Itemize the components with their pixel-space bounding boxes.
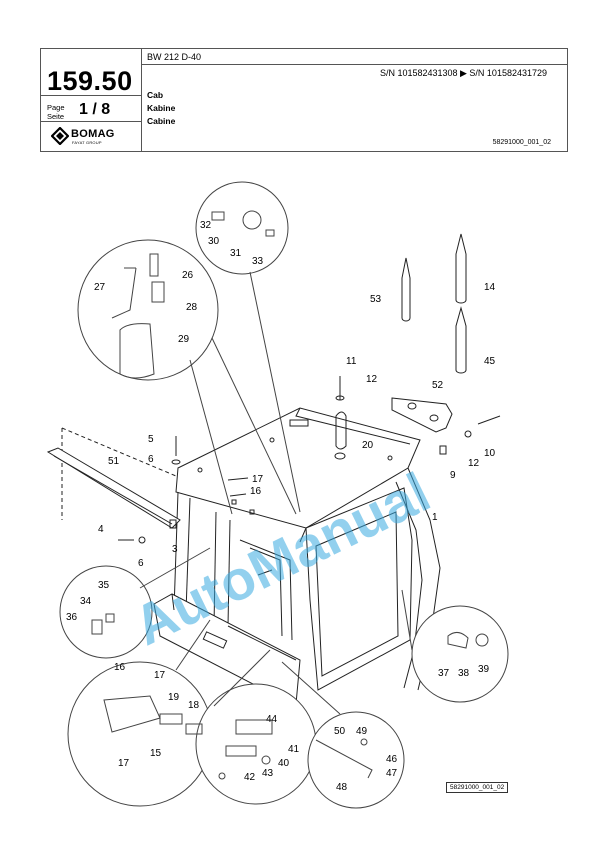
callout: 41 [288, 744, 300, 755]
title-en: Cab [147, 90, 164, 100]
callout: 15 [150, 748, 162, 759]
page-label-de: Seite [47, 112, 65, 121]
callout: 29 [178, 334, 190, 345]
header-rule [41, 121, 141, 122]
callout: 47 [386, 768, 398, 779]
callout: 20 [362, 440, 374, 451]
document-id: 58291000_001_02 [492, 139, 551, 146]
header-rule [141, 64, 567, 65]
page-titles: Cab Kabine Cabine [147, 89, 175, 128]
callout: 46 [386, 754, 398, 765]
callout: 45 [484, 356, 496, 367]
callout: 37 [438, 668, 450, 679]
sealant-tubes [401, 233, 467, 374]
callouts: 1 3 4 5 6 6 9 10 11 12 12 14 15 16 16 17… [66, 220, 496, 793]
callout: 17 [154, 670, 166, 681]
callout: 6 [148, 454, 154, 465]
fasteners-left [118, 436, 249, 544]
callout: 43 [262, 768, 274, 779]
title-fr: Cabine [147, 116, 176, 126]
callout: 18 [188, 700, 200, 711]
callout: 17 [252, 474, 264, 485]
callout: 12 [468, 458, 480, 469]
callout: 31 [230, 248, 242, 259]
detail-circles [59, 181, 509, 809]
callout: 3 [172, 544, 178, 555]
callout: 51 [108, 456, 120, 467]
header-divider [141, 49, 142, 151]
callout: 4 [98, 524, 104, 535]
callout: 34 [80, 596, 92, 607]
brand-name: BOMAG [71, 128, 115, 140]
callout: 38 [458, 668, 470, 679]
cab-frame [46, 407, 441, 705]
callout: 17 [118, 758, 130, 769]
page-of: 1 / 8 [79, 101, 111, 118]
brand-subtitle: FAYAT GROUP [72, 140, 102, 145]
callout: 14 [484, 282, 496, 293]
callout: 26 [182, 270, 194, 281]
callout: 32 [200, 220, 212, 231]
callout: 49 [356, 726, 368, 737]
bomag-diamond-icon [51, 127, 69, 145]
callout: 1 [432, 512, 438, 523]
page-label: Page Seite [47, 103, 65, 121]
title-de: Kabine [147, 103, 176, 113]
callout: 19 [168, 692, 180, 703]
callout: 28 [186, 302, 198, 313]
exploded-view-drawing: 1 3 4 5 6 6 9 10 11 12 12 14 15 16 16 17… [46, 181, 509, 809]
callout: 16 [250, 486, 262, 497]
callout: 9 [450, 470, 456, 481]
callout: 44 [266, 714, 278, 725]
brand-logo: BOMAG FAYAT GROUP [51, 127, 135, 147]
callout: 35 [98, 580, 110, 591]
callout: 30 [208, 236, 220, 247]
header-box: BW 212 D-40 S/N 101582431308 ▶ S/N 10158… [40, 48, 568, 152]
serial-range: S/N 101582431308 ▶ S/N 101582431729 [379, 68, 547, 78]
callout: 16 [114, 662, 126, 673]
callout: 36 [66, 612, 78, 623]
callout: 40 [278, 758, 290, 769]
page-number: 159.50 [47, 66, 133, 96]
callout: 39 [478, 664, 490, 675]
callout: 27 [94, 282, 106, 293]
callout: 50 [334, 726, 346, 737]
callout: 33 [252, 256, 264, 267]
callout: 6 [138, 558, 144, 569]
callout: 10 [484, 448, 496, 459]
header-rule [41, 95, 141, 96]
callout: 52 [432, 380, 444, 391]
callout: 5 [148, 434, 154, 445]
model-name: BW 212 D-40 [147, 52, 202, 62]
page-label-en: Page [47, 103, 65, 112]
drawing-reference-id: 58291000_001_02 [446, 782, 509, 793]
callout: 53 [370, 294, 382, 305]
callout: 12 [366, 374, 378, 385]
callout: 48 [336, 782, 348, 793]
callout: 42 [244, 772, 256, 783]
callout: 11 [346, 356, 357, 367]
mirror-bracket [334, 376, 501, 460]
